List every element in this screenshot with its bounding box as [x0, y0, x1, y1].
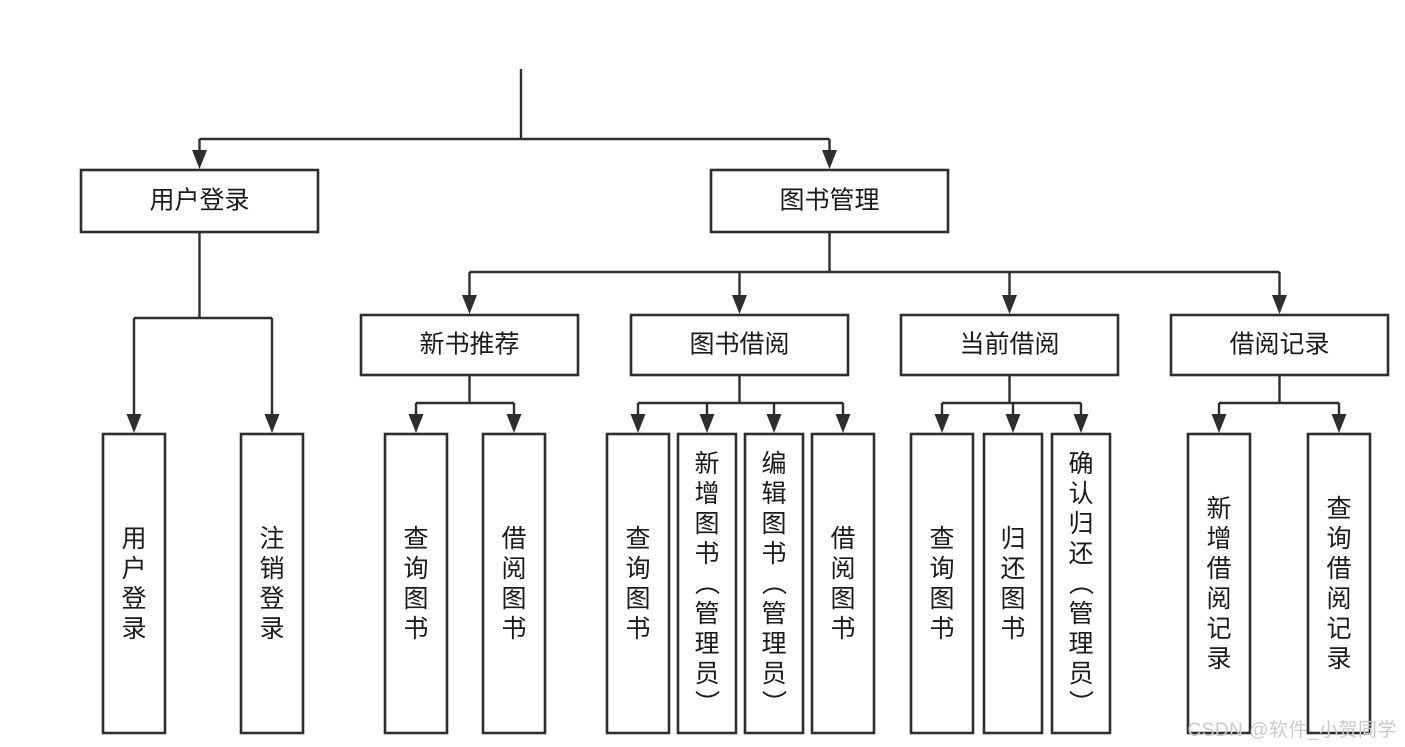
arrow-down-icon-level3-1: [732, 295, 747, 314]
connector-layer: [126, 69, 1347, 433]
arrow-down-icon-level2-0: [192, 150, 207, 169]
node-leaf-0-1-box: [481, 432, 547, 735]
node-level3-2-label: 当前借阅: [959, 331, 1059, 359]
node-leaf-1-2[interactable]: 编辑图书（管理员）: [743, 432, 805, 735]
arrow-down-icon-leaf-0-1: [506, 414, 522, 433]
node-level2-1-label: 图书管理: [779, 187, 879, 215]
node-leaf-2-1-box: [982, 432, 1044, 735]
node-leaf-2-2-label: 确认归还（管理员）: [1068, 450, 1094, 718]
node-leaf-1-3-label: 借阅图书: [830, 525, 855, 643]
node-level3-2-box: [899, 313, 1120, 377]
node-leaf-2-0[interactable]: 查询图书: [909, 432, 975, 735]
node-leaf-1-2-box: [743, 432, 805, 735]
node-leaf-3-1-label: 查询借阅记录: [1326, 495, 1351, 673]
arrow-down-icon-leaf-1-0: [630, 414, 646, 433]
node-leaf-1-3[interactable]: 借阅图书: [810, 432, 876, 735]
node-leaf-1-1[interactable]: 新增图书（管理员）: [676, 432, 738, 735]
arrow-down-icon-user-child-0: [126, 414, 142, 433]
arrow-down-icon-leaf-1-2: [766, 414, 782, 433]
node-leaf-user-0-box: [101, 432, 167, 735]
arrow-down-icon-leaf-1-3: [835, 414, 851, 433]
node-leaf-user-0[interactable]: 用户登录: [101, 432, 167, 735]
node-level3-1[interactable]: 图书借阅: [629, 313, 850, 377]
node-leaf-1-0-box: [605, 432, 671, 735]
node-leaf-2-2[interactable]: 确认归还（管理员）: [1050, 432, 1112, 735]
arrow-down-icon-leaf-1-1: [699, 414, 715, 433]
node-level3-0-box: [359, 313, 580, 377]
node-layer: 用户登录图书管理用户登录注销登录新书推荐查询图书借阅图书图书借阅查询图书新增图书…: [79, 168, 1390, 735]
node-level3-3-box: [1169, 313, 1390, 377]
node-leaf-0-1[interactable]: 借阅图书: [481, 432, 547, 735]
node-leaf-1-1-label: 新增图书（管理员）: [694, 450, 720, 718]
node-level3-0-label: 新书推荐: [419, 331, 519, 359]
node-leaf-0-0-label: 查询图书: [403, 525, 428, 643]
node-leaf-user-0-label: 用户登录: [121, 525, 146, 643]
arrow-down-icon-leaf-2-2: [1073, 414, 1089, 433]
node-level2-1-box: [709, 168, 950, 234]
node-leaf-3-0-label: 新增借阅记录: [1206, 495, 1231, 673]
node-leaf-user-1-label: 注销登录: [259, 525, 284, 643]
node-leaf-0-0-box: [383, 432, 449, 735]
node-level3-3[interactable]: 借阅记录: [1169, 313, 1390, 377]
node-leaf-user-1[interactable]: 注销登录: [239, 432, 305, 735]
node-leaf-3-1[interactable]: 查询借阅记录: [1306, 432, 1372, 735]
node-leaf-2-1-label: 归还图书: [1000, 525, 1025, 643]
node-level3-2[interactable]: 当前借阅: [899, 313, 1120, 377]
node-level3-1-label: 图书借阅: [689, 331, 789, 359]
node-leaf-2-1[interactable]: 归还图书: [982, 432, 1044, 735]
node-level2-0-box: [79, 168, 320, 234]
arrow-down-icon-level3-0: [462, 295, 477, 314]
arrow-down-icon-leaf-3-1: [1331, 414, 1347, 433]
node-leaf-0-0[interactable]: 查询图书: [383, 432, 449, 735]
arrow-down-icon-level3-2: [1002, 295, 1017, 314]
arrow-down-icon-leaf-3-0: [1211, 414, 1227, 433]
node-level3-1-box: [629, 313, 850, 377]
node-leaf-2-0-label: 查询图书: [929, 525, 954, 643]
arrow-down-icon-leaf-0-0: [408, 414, 424, 433]
node-leaf-3-1-box: [1306, 432, 1372, 735]
node-leaf-1-1-box: [676, 432, 738, 735]
node-level2-0[interactable]: 用户登录: [79, 168, 320, 234]
node-leaf-1-2-label: 编辑图书（管理员）: [761, 450, 787, 718]
node-leaf-1-0-label: 查询图书: [625, 525, 650, 643]
node-leaf-3-0-box: [1186, 432, 1252, 735]
node-leaf-1-3-box: [810, 432, 876, 735]
arrow-down-icon-leaf-2-0: [934, 414, 950, 433]
node-leaf-2-2-box: [1050, 432, 1112, 735]
node-level2-0-label: 用户登录: [149, 187, 249, 215]
arrow-down-icon-leaf-2-1: [1005, 414, 1021, 433]
node-leaf-3-0[interactable]: 新增借阅记录: [1186, 432, 1252, 735]
arrow-down-icon-level2-1: [822, 150, 837, 169]
node-leaf-1-0[interactable]: 查询图书: [605, 432, 671, 735]
node-leaf-user-1-box: [239, 432, 305, 735]
node-level2-1[interactable]: 图书管理: [709, 168, 950, 234]
arrow-down-icon-level3-3: [1272, 295, 1287, 314]
node-leaf-2-0-box: [909, 432, 975, 735]
node-level3-3-label: 借阅记录: [1229, 331, 1329, 359]
node-leaf-0-1-label: 借阅图书: [501, 525, 526, 643]
arrow-down-icon-user-child-1: [264, 414, 280, 433]
node-level3-0[interactable]: 新书推荐: [359, 313, 580, 377]
